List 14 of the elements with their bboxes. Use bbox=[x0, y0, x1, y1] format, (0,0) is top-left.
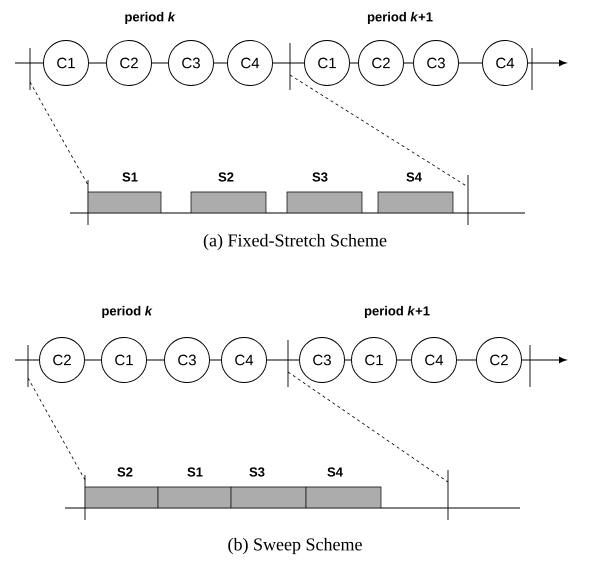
slot-label: S3 bbox=[249, 467, 264, 477]
slot-label: S1 bbox=[187, 467, 203, 477]
period-label: period k+1 bbox=[368, 12, 433, 24]
slot-label: S4 bbox=[406, 172, 422, 182]
caption: (a) Fixed-Stretch Scheme bbox=[204, 234, 386, 250]
slot-label: S3 bbox=[312, 172, 328, 182]
caption: (b) Sweep Scheme bbox=[228, 538, 362, 554]
slot-label: S2 bbox=[218, 172, 234, 182]
period-label: period k+1 bbox=[364, 306, 430, 318]
slot-label: S4 bbox=[327, 467, 343, 477]
period-label: period k bbox=[102, 306, 153, 318]
slot-label: S1 bbox=[122, 172, 138, 182]
period-label: period k bbox=[125, 12, 176, 24]
slot-label: S2 bbox=[117, 467, 132, 477]
